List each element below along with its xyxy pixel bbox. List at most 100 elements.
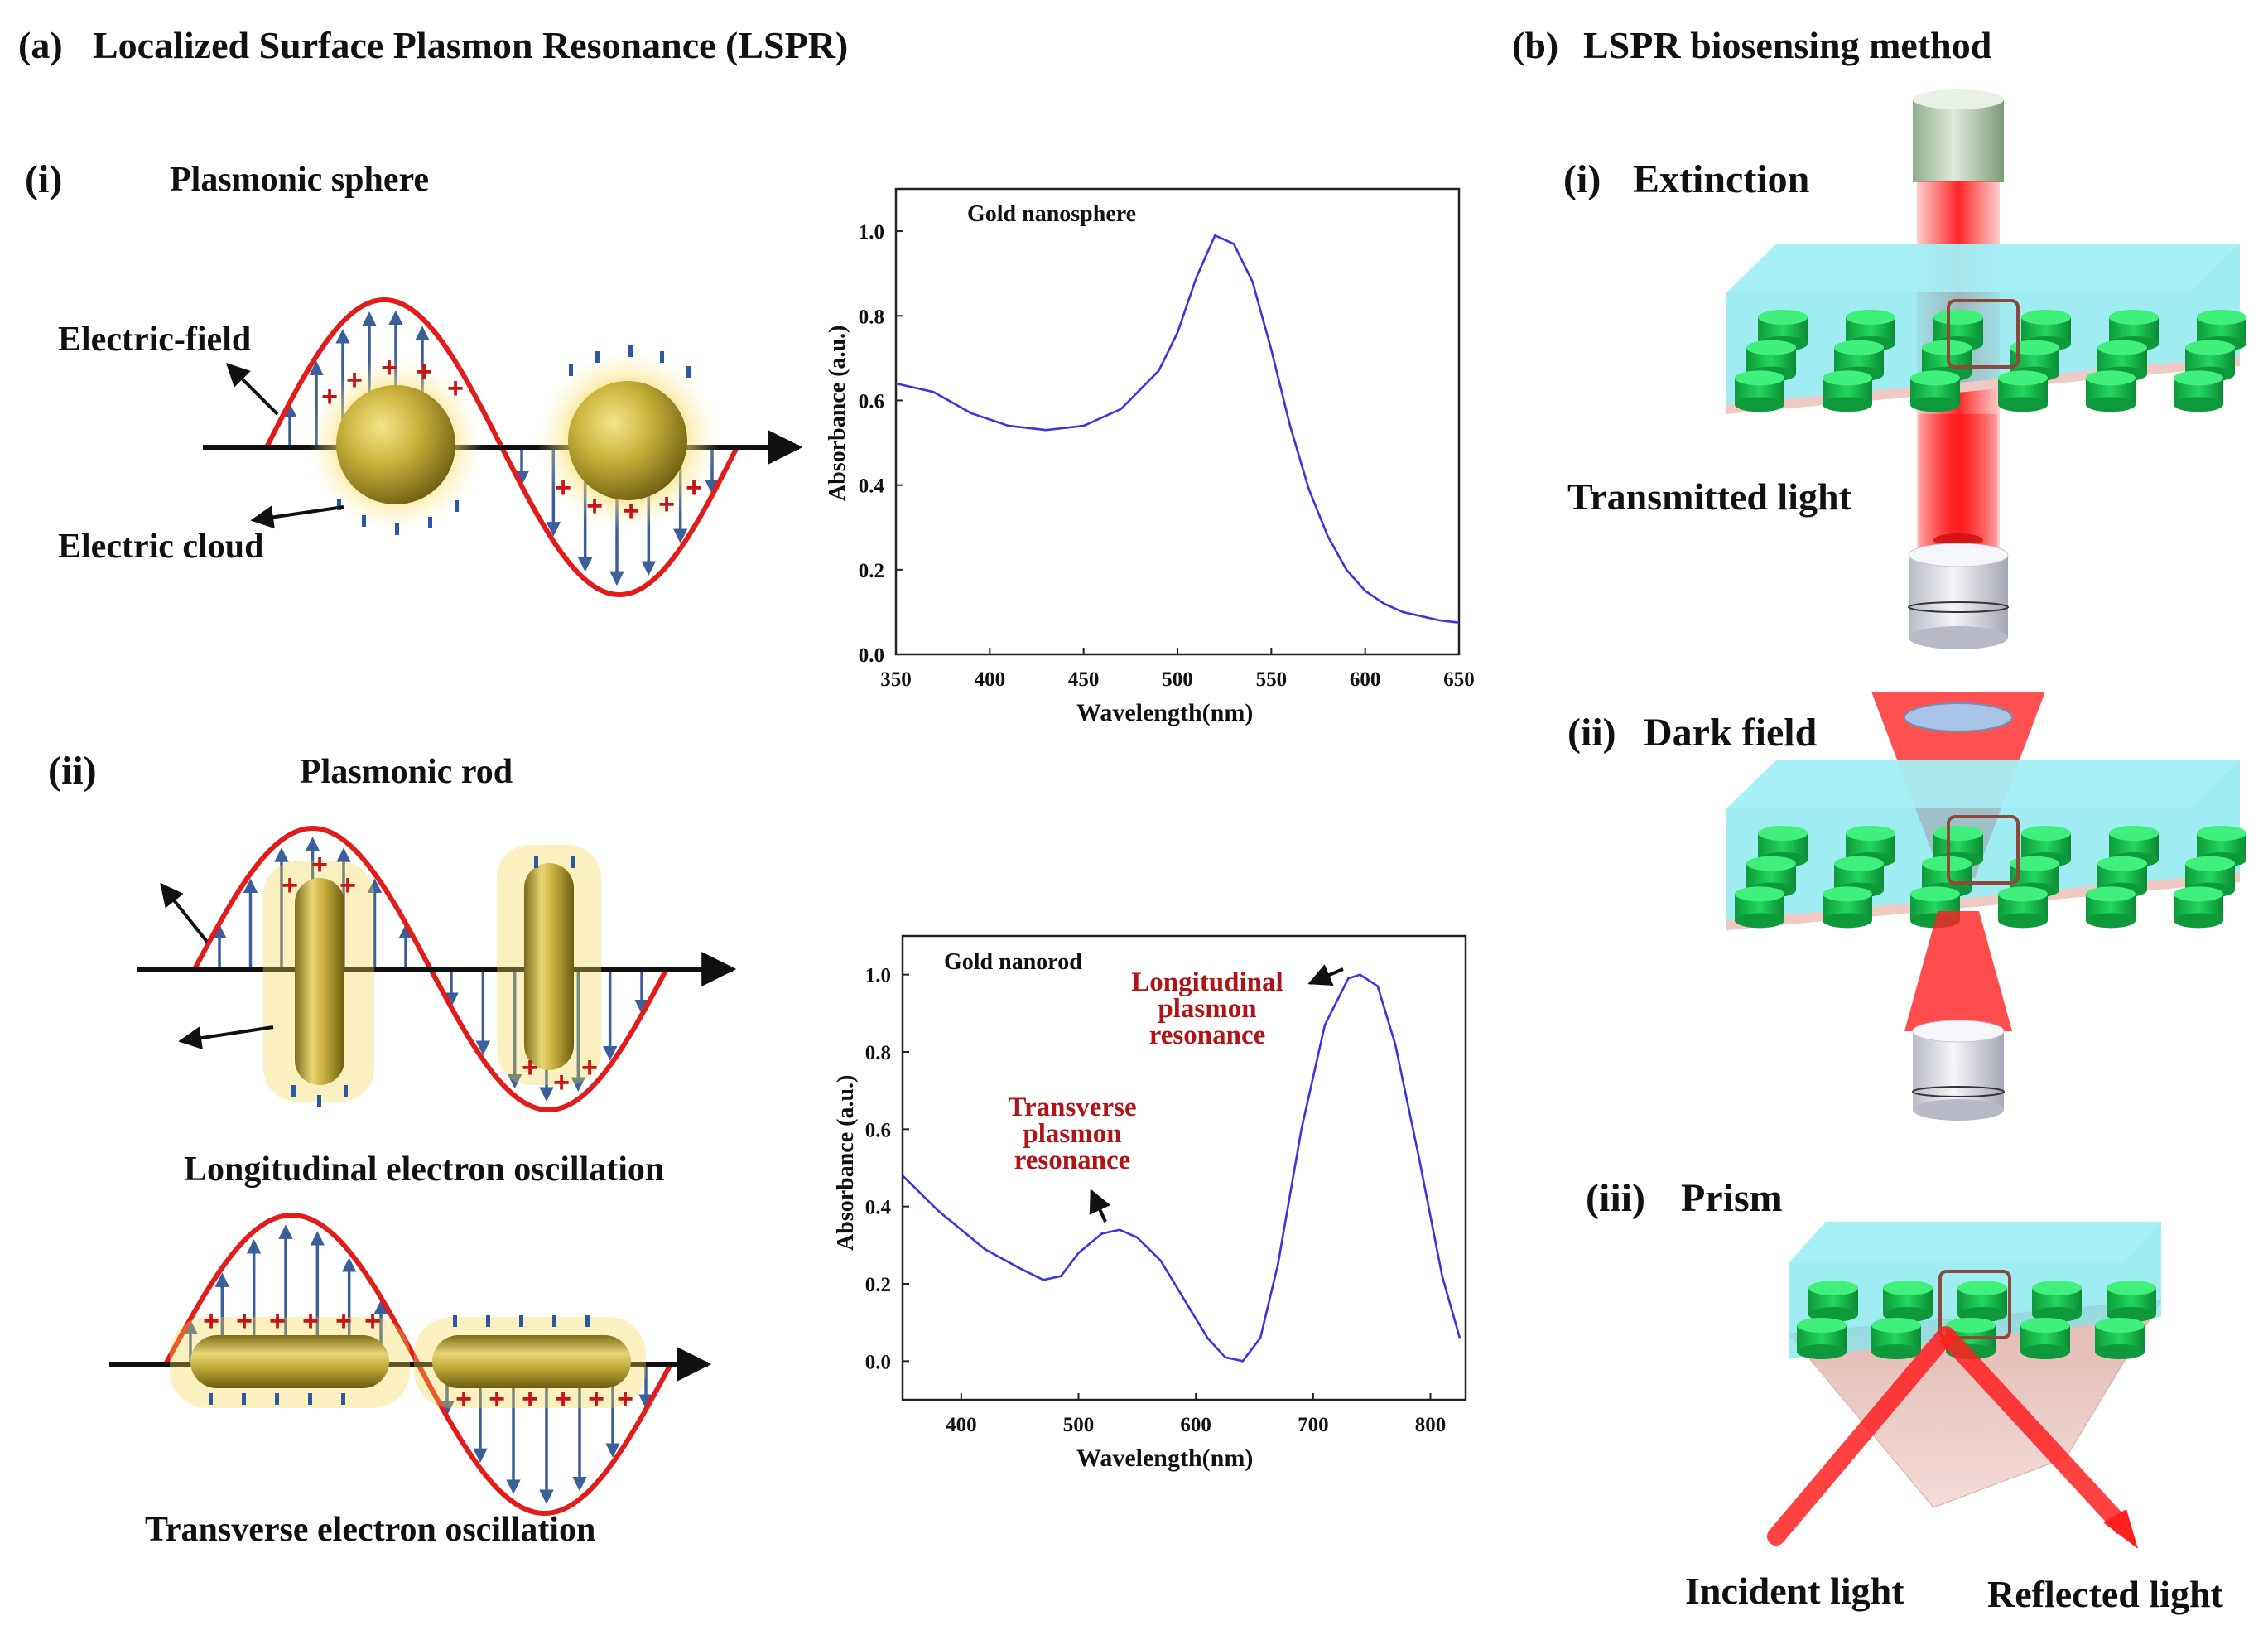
chart1-xlabel: Wavelength(nm) — [1076, 699, 1253, 726]
nanopillar-top — [1834, 856, 1884, 871]
nanopillar-base — [1998, 397, 2048, 412]
nanopillar-top — [2197, 310, 2246, 325]
prism-title: Prism — [1681, 1176, 1783, 1220]
nanopillar-top — [2010, 856, 2059, 871]
nanopillar-top — [2086, 370, 2136, 386]
nanopillar-top — [2174, 886, 2223, 902]
rod-longitudinal-illustration: ++++++ — [137, 826, 737, 1112]
x-tick-label: 600 — [1180, 1414, 1211, 1436]
nanopillar-base — [2174, 397, 2223, 412]
prism-label: (iii) — [1586, 1176, 1645, 1220]
y-tick-label: 0.4 — [865, 1197, 892, 1219]
panel-a-label: (a) — [18, 24, 63, 66]
nanopillar-base — [1871, 1344, 1921, 1359]
y-tick-label: 0.8 — [859, 306, 884, 328]
electric-cloud-label: Electric cloud — [58, 528, 263, 566]
nanopillar-top — [2095, 1318, 2145, 1333]
negative-charge — [453, 1315, 457, 1327]
chip-top-face — [1789, 1222, 2161, 1263]
nanopillar-top — [1846, 310, 1895, 325]
positive-charge: + — [416, 356, 432, 388]
nanopillar-top — [1735, 370, 1784, 386]
nanopillar-top — [1871, 1318, 1921, 1333]
annotation-transverse-line2: plasmon — [1023, 1119, 1121, 1149]
negative-charge — [337, 499, 341, 510]
nanopillar-top — [2097, 856, 2147, 871]
nanopillar-top — [2197, 826, 2246, 841]
y-tick-label: 0.6 — [859, 390, 884, 412]
y-tick-label: 0.0 — [859, 644, 884, 667]
negative-charge — [242, 1393, 246, 1405]
positive-charge: + — [335, 1305, 352, 1337]
chart2-title: Gold nanorod — [944, 949, 1082, 975]
plasmonic-sphere-title: Plasmonic sphere — [170, 161, 429, 199]
x-tick-label: 800 — [1415, 1414, 1447, 1436]
positive-charge: + — [555, 472, 571, 504]
nanopillar-top — [2185, 340, 2235, 355]
extinction-label: (i) — [1563, 157, 1601, 201]
rod-transverse-illustration: ++++++++++++ — [109, 1212, 712, 1516]
longitudinal-pointer — [1307, 964, 1344, 986]
x-tick-label: 500 — [1063, 1414, 1095, 1436]
negative-charge — [395, 523, 399, 535]
chart2-series-line — [902, 973, 1461, 1363]
annotation-transverse-line1: Transverse — [1008, 1093, 1136, 1122]
negative-charge — [519, 1315, 523, 1327]
x-tick-label: 600 — [1350, 668, 1381, 691]
positive-charge: + — [455, 1383, 472, 1415]
subpanel-i-label: (i) — [25, 157, 62, 201]
rod-field-pointer — [160, 882, 209, 943]
x-tick-label: 450 — [1068, 668, 1100, 691]
transverse-caption: Transverse electron oscillation — [145, 1511, 595, 1549]
annotation-longitudinal-line1: Longitudinal — [1131, 967, 1283, 997]
reflected-light-label: Reflected light — [1987, 1573, 2224, 1615]
nanopillar-top — [1797, 1318, 1847, 1333]
condenser-lens — [1904, 702, 2013, 732]
positive-charge: + — [236, 1305, 253, 1337]
negative-charge — [571, 856, 575, 868]
negative-charge — [317, 1095, 321, 1107]
light-source — [1913, 99, 2004, 182]
y-tick-label: 0.0 — [865, 1351, 891, 1373]
detector-extinction — [1909, 555, 2008, 638]
nanopillar-top — [1735, 886, 1784, 902]
negative-charge — [341, 1393, 345, 1405]
chip-top-face — [1726, 760, 2240, 808]
nanopillar-base — [1998, 913, 2048, 929]
panel-b-title: LSPR biosensing method — [1583, 24, 1992, 66]
negative-charge — [428, 517, 432, 528]
negative-charge — [534, 856, 538, 868]
chart1-title: Gold nanosphere — [967, 201, 1136, 227]
x-tick-label: 400 — [975, 668, 1006, 691]
negative-charge — [628, 345, 633, 357]
reflected-arrowhead — [2103, 1509, 2138, 1549]
y-tick-label: 0.2 — [859, 560, 884, 582]
nanopillar-top — [1746, 340, 1796, 355]
positive-charge: + — [617, 1383, 633, 1415]
positive-charge: + — [581, 1052, 598, 1083]
negative-charge — [585, 1315, 590, 1327]
y-tick-label: 0.8 — [865, 1042, 891, 1064]
nanopillar-base — [1735, 397, 1784, 412]
nanopillar-top — [1998, 370, 2048, 386]
positive-charge: + — [203, 1305, 219, 1337]
x-tick-label: 700 — [1298, 1414, 1329, 1436]
nanopillar-top — [1910, 886, 1960, 902]
nanopillar-base — [2086, 913, 2136, 929]
y-tick-label: 0.4 — [859, 475, 885, 498]
chart2-frame — [901, 934, 1467, 1401]
dark-field-setup — [1726, 692, 2246, 1121]
nanopillar-top — [1946, 1318, 1996, 1333]
positive-charge: + — [381, 352, 397, 383]
nanopillar-top — [2032, 1281, 2082, 1295]
positive-charge: + — [311, 849, 328, 880]
dark-field-title: Dark field — [1644, 711, 1818, 755]
positive-charge: + — [686, 472, 702, 504]
negative-charge — [344, 1085, 348, 1097]
positive-charge: + — [302, 1305, 319, 1337]
annotation-longitudinal-line3: resonance — [1149, 1020, 1266, 1050]
positive-charge: + — [522, 1383, 538, 1415]
nanopillar-top — [2021, 826, 2071, 841]
positive-charge: + — [522, 1052, 538, 1083]
